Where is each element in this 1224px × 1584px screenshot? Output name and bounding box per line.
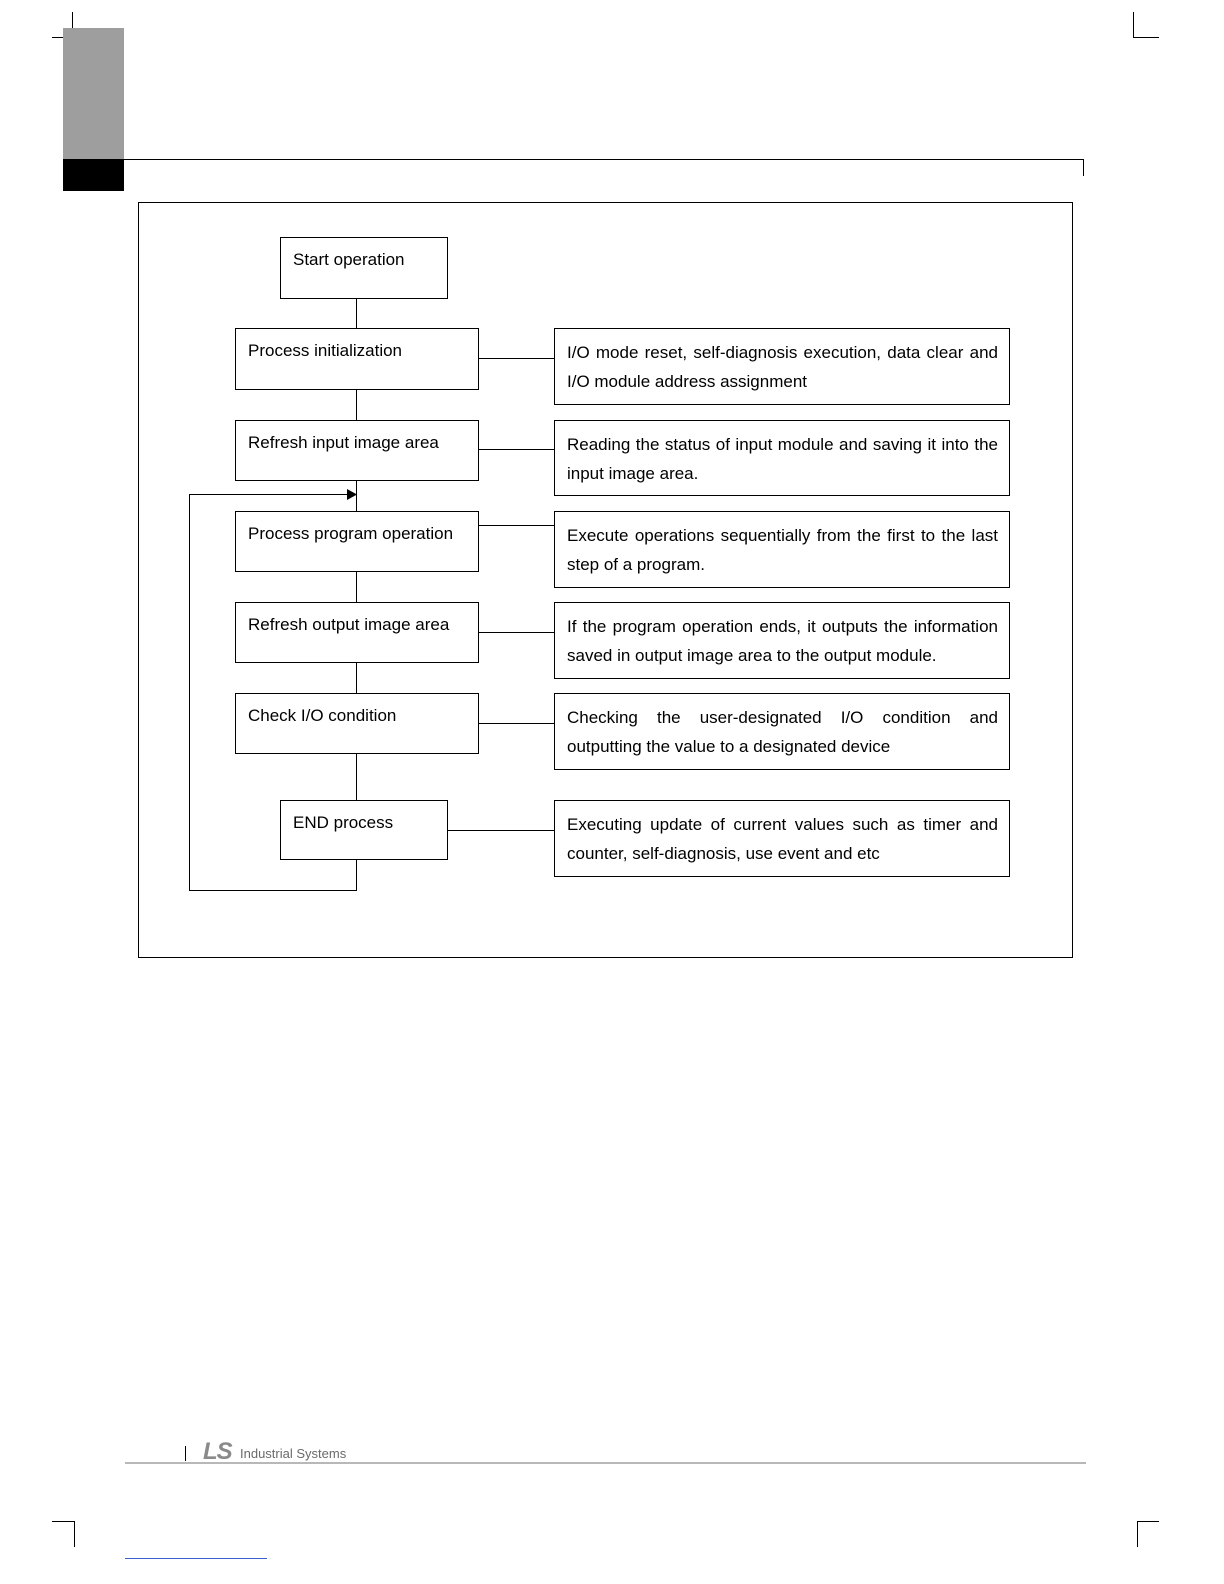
- description-end-process: Executing update of current values such …: [554, 800, 1010, 877]
- footer-divider: [185, 1446, 186, 1461]
- company-logo: LS: [203, 1438, 233, 1465]
- connector-line: [356, 859, 357, 891]
- footer-link-underline: [125, 1558, 267, 1559]
- description-process-program-operation: Execute operations sequentially from the…: [554, 511, 1010, 588]
- step-process-initialization: Process initialization: [235, 328, 479, 390]
- header-rule-end: [1083, 159, 1084, 176]
- connector-line: [356, 662, 357, 694]
- description-connector: [447, 830, 555, 831]
- step-refresh-output-image-area: Refresh output image area: [235, 602, 479, 663]
- description-refresh-input-image-area: Reading the status of input module and s…: [554, 420, 1010, 496]
- crop-mark-top-left-v: [72, 12, 73, 38]
- step-check-io-condition: Check I/O condition: [235, 693, 479, 754]
- description-refresh-output-image-area: If the program operation ends, it output…: [554, 602, 1010, 679]
- crop-mark-bottom-left-h: [52, 1521, 74, 1522]
- loop-line-left: [189, 494, 190, 891]
- loop-arrowhead: [347, 489, 357, 500]
- chapter-tab-marker: [63, 159, 124, 191]
- crop-mark-bottom-right-v: [1137, 1521, 1138, 1547]
- connector-line: [356, 389, 357, 421]
- connector-line: [356, 753, 357, 801]
- description-connector: [478, 632, 555, 633]
- company-name: Industrial Systems: [240, 1446, 347, 1461]
- chapter-tab: [63, 28, 124, 160]
- footer-rule: [125, 1462, 1086, 1464]
- connector-line: [356, 480, 357, 512]
- step-process-program-operation: Process program operation: [235, 511, 479, 572]
- crop-mark-bottom-left-v: [74, 1521, 75, 1547]
- flowchart-frame: [138, 202, 1073, 958]
- description-check-io-condition: Checking the user-designated I/O conditi…: [554, 693, 1010, 770]
- loop-line-bottom: [189, 890, 357, 891]
- loop-line-top: [189, 494, 349, 495]
- header-rule: [124, 159, 1084, 160]
- description-process-initialization: I/O mode reset, self-diagnosis execution…: [554, 328, 1010, 405]
- description-connector: [478, 723, 555, 724]
- crop-mark-bottom-right-h: [1137, 1521, 1159, 1522]
- connector-line: [356, 298, 357, 329]
- connector-line: [356, 571, 357, 603]
- step-start-operation: Start operation: [280, 237, 448, 299]
- description-connector: [478, 358, 555, 359]
- step-end-process: END process: [280, 800, 448, 860]
- description-connector: [478, 449, 555, 450]
- step-refresh-input-image-area: Refresh input image area: [235, 420, 479, 481]
- crop-mark-top-right-h: [1133, 37, 1159, 38]
- crop-mark-top-right-v: [1133, 12, 1134, 38]
- description-connector: [478, 525, 555, 526]
